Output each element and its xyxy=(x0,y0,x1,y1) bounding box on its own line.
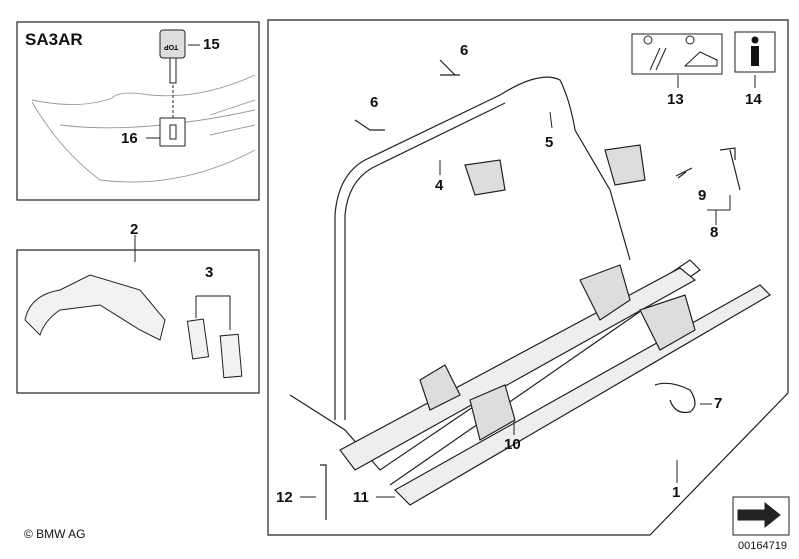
callout-10: 10 xyxy=(504,436,521,453)
callout-6b: 6 xyxy=(370,94,379,111)
orientation-arrow-icon xyxy=(732,496,790,536)
callout-13: 13 xyxy=(667,91,684,108)
callout-12: 12 xyxy=(276,489,293,506)
callout-16: 16 xyxy=(121,130,138,147)
key-part-15 xyxy=(146,29,200,147)
callout-2: 2 xyxy=(130,221,139,238)
key-top-text: TOP xyxy=(164,43,179,50)
callout-15: 15 xyxy=(203,36,220,53)
panel-title: SA3AR xyxy=(25,30,83,49)
callout-8: 8 xyxy=(710,224,719,241)
bike-carrier-drawing xyxy=(289,59,771,520)
callout-9: 9 xyxy=(698,187,707,204)
callout-7: 7 xyxy=(714,395,723,412)
bracket-part-2 xyxy=(24,235,243,379)
panel-main xyxy=(267,19,789,536)
callout-5: 5 xyxy=(545,134,554,151)
bumper-drawing xyxy=(31,74,256,183)
document-id: 00164719 xyxy=(738,540,787,552)
leader-lines xyxy=(134,75,756,498)
copyright-text: © BMW AG xyxy=(24,527,86,541)
instruction-pictogram-13 xyxy=(631,33,723,75)
callout-3: 3 xyxy=(205,264,214,281)
callout-4: 4 xyxy=(435,177,444,194)
callout-1: 1 xyxy=(672,484,681,501)
callout-11: 11 xyxy=(353,489,369,506)
callout-6a: 6 xyxy=(460,42,469,59)
panel-sa3ar xyxy=(16,21,260,201)
info-icon xyxy=(734,31,776,73)
panel-bracket xyxy=(16,249,260,394)
callout-14: 14 xyxy=(745,91,762,108)
